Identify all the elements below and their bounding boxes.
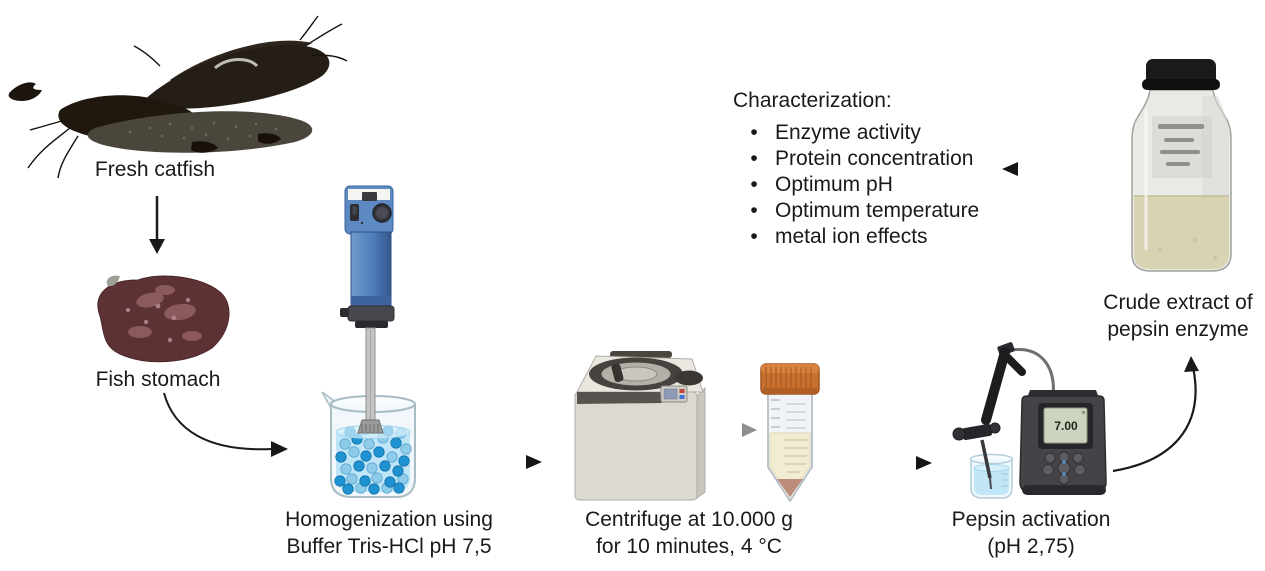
arrow-bottle-to-characterization — [1002, 162, 1126, 176]
homogenization-label-line1: Homogenization using — [285, 508, 493, 531]
homogenization-label-line2: Buffer Tris-HCl pH 7,5 — [286, 535, 492, 558]
arrow-centrifuge-to-tube — [706, 423, 757, 437]
pepsin-activation-label-line2: (pH 2,75) — [987, 535, 1075, 558]
crude-extract-bottle-image — [1131, 59, 1232, 272]
characterization-block: Characterization: • Enzyme activity • Pr… — [733, 88, 979, 250]
fresh-catfish-label: Fresh catfish — [94, 158, 216, 181]
characterization-item: • metal ion effects — [733, 224, 979, 250]
crude-extract-label: Crude extract of pepsin enzyme — [1103, 289, 1252, 343]
arrow-catfish-to-stomach — [149, 196, 165, 254]
characterization-item-label: Protein concentration — [775, 147, 974, 170]
bullet-icon: • — [750, 225, 758, 248]
ph-meter-buttons — [1042, 451, 1086, 485]
arrow-stomach-to-beaker — [163, 392, 288, 457]
characterization-item: • Optimum temperature — [733, 198, 979, 224]
homogenizer-illustration — [321, 185, 416, 498]
characterization-item: • Optimum pH — [733, 172, 979, 198]
characterization-item-label: Optimum temperature — [775, 199, 980, 222]
bullet-icon: • — [750, 173, 758, 196]
characterization-item-label: Enzyme activity — [775, 121, 921, 144]
ph-display-value: 7.00 — [1054, 419, 1078, 433]
fish-stomach-image — [97, 275, 230, 363]
characterization-item-label: metal ion effects — [775, 225, 928, 248]
centrifuge-label-line2: for 10 minutes, 4 °C — [596, 535, 782, 558]
homogenization-label: Homogenization using Buffer Tris-HCl pH … — [285, 506, 493, 560]
characterization-item-label: Optimum pH — [775, 173, 893, 196]
fish-stomach-label: Fish stomach — [95, 368, 221, 391]
arrow-tube-to-phmeter — [846, 456, 932, 470]
crude-extract-label-line2: pepsin enzyme — [1107, 318, 1249, 341]
centrifuge-label-line1: Centrifuge at 10.000 g — [585, 508, 793, 531]
arrow-phmeter-to-bottle — [1112, 356, 1199, 473]
centrifuge-label: Centrifuge at 10.000 g for 10 minutes, 4… — [585, 506, 793, 560]
characterization-item: • Enzyme activity — [733, 120, 979, 146]
centrifuge-illustration — [574, 351, 706, 501]
arrow-homogenizer-to-centrifuge — [452, 455, 542, 469]
bullet-icon: • — [750, 121, 758, 144]
bullet-icon: • — [750, 199, 758, 222]
catfish-image — [8, 15, 348, 179]
falcon-tube-illustration — [760, 363, 820, 503]
pepsin-activation-label: Pepsin activation (pH 2,75) — [952, 506, 1111, 560]
characterization-title: Characterization: — [733, 89, 892, 112]
bullet-icon: • — [750, 147, 758, 170]
ph-meter-illustration: 7.00 — [952, 342, 1107, 499]
pepsin-activation-label-line1: Pepsin activation — [951, 508, 1111, 531]
characterization-item: • Protein concentration — [733, 146, 979, 172]
crude-extract-label-line1: Crude extract of — [1103, 291, 1253, 314]
